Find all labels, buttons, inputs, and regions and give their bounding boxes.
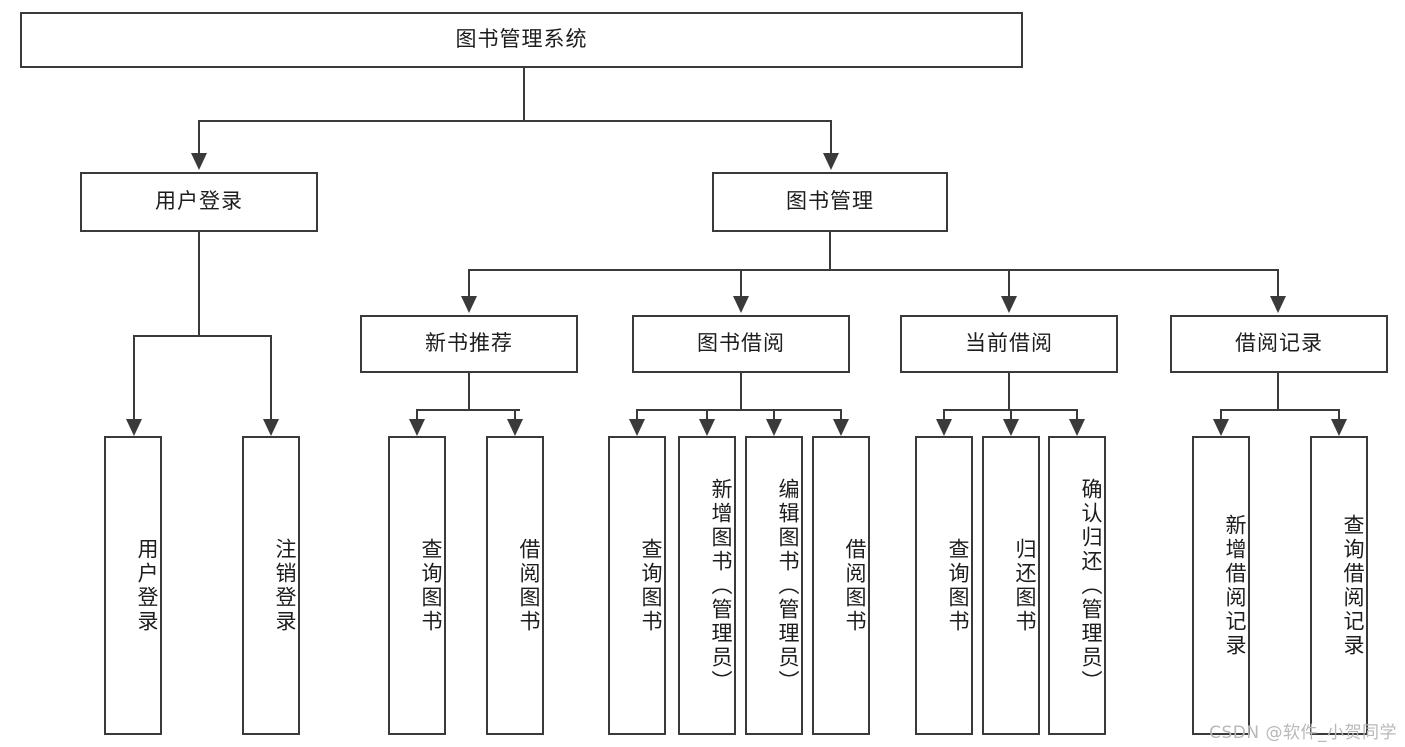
connector-login-stem (198, 232, 200, 335)
node-label: 借阅图书 (843, 537, 867, 634)
leaf-query-borrow-record[interactable]: 查询借阅记录 (1310, 436, 1368, 735)
connector-records-bus (1220, 409, 1339, 411)
connector-bookmgmt-to-borrow (740, 269, 742, 296)
node-label: 新书推荐 (425, 331, 513, 356)
node-current-borrow[interactable]: 当前借阅 (900, 315, 1118, 373)
node-label: 用户登录 (155, 189, 243, 214)
connector-current-to-leaf3 (1076, 409, 1078, 419)
arrow-bookmgmt-to-records (1270, 296, 1286, 313)
connector-borrow-to-leaf3 (773, 409, 775, 419)
connector-bookmgmt-bus (468, 269, 1279, 271)
arrow-current-to-leaf3 (1069, 419, 1085, 436)
leaf-query-books-borrow[interactable]: 查询图书 (608, 436, 666, 735)
node-borrow-records[interactable]: 借阅记录 (1170, 315, 1388, 373)
node-label: 查询图书 (639, 537, 663, 634)
connector-newbooks-bus (416, 409, 520, 411)
node-root-system[interactable]: 图书管理系统 (20, 12, 1023, 68)
arrow-borrow-to-leaf2 (699, 419, 715, 436)
arrow-bookmgmt-to-newbooks (461, 296, 477, 313)
connector-newbooks-to-leaf2 (514, 409, 516, 419)
leaf-borrow-books-newbooks[interactable]: 借阅图书 (486, 436, 544, 735)
connector-current-stem (1008, 373, 1010, 409)
arrow-login-to-leaf2 (263, 419, 279, 436)
leaf-borrow-books-borrow[interactable]: 借阅图书 (812, 436, 870, 735)
arrow-root-to-bookmgmt (823, 153, 839, 170)
connector-bookmgmt-to-current (1008, 269, 1010, 296)
node-label: 当前借阅 (965, 331, 1053, 356)
node-label: 图书管理 (786, 189, 874, 214)
leaf-add-book-admin[interactable]: 新增图书（管理员） (678, 436, 736, 735)
arrow-borrow-to-leaf1 (629, 419, 645, 436)
leaf-query-books-newbooks[interactable]: 查询图书 (388, 436, 446, 735)
connector-newbooks-stem (468, 373, 470, 409)
connector-newbooks-to-leaf1 (416, 409, 418, 419)
arrow-records-to-leaf1 (1213, 419, 1229, 436)
connector-current-to-leaf1 (943, 409, 945, 419)
node-book-borrow[interactable]: 图书借阅 (632, 315, 850, 373)
node-label: 新增借阅记录 (1223, 513, 1247, 658)
node-label: 新增图书（管理员） (709, 477, 733, 694)
node-label: 借阅记录 (1235, 331, 1323, 356)
node-label: 归还图书 (1013, 537, 1037, 634)
node-label: 查询图书 (419, 537, 443, 634)
leaf-return-books[interactable]: 归还图书 (982, 436, 1040, 735)
connector-bookmgmt-stem (829, 232, 831, 269)
arrow-borrow-to-leaf3 (766, 419, 782, 436)
arrow-current-to-leaf1 (936, 419, 952, 436)
node-label: 图书管理系统 (455, 27, 588, 52)
leaf-confirm-return-admin[interactable]: 确认归还（管理员） (1048, 436, 1106, 735)
arrow-bookmgmt-to-current (1001, 296, 1017, 313)
connector-records-to-leaf2 (1338, 409, 1340, 419)
connector-records-to-leaf1 (1220, 409, 1222, 419)
connector-root-to-bookmgmt (830, 120, 832, 153)
connector-bookmgmt-to-records (1277, 269, 1279, 296)
connector-borrow-stem (740, 373, 742, 409)
connector-login-to-leaf2 (270, 335, 272, 419)
watermark: CSDN @软件_小贺同学 (1209, 723, 1397, 743)
node-label: 查询图书 (946, 537, 970, 634)
arrow-records-to-leaf2 (1331, 419, 1347, 436)
leaf-edit-book-admin[interactable]: 编辑图书（管理员） (745, 436, 803, 735)
arrow-login-to-leaf1 (126, 419, 142, 436)
node-label: 用户登录 (135, 537, 159, 634)
node-user-login[interactable]: 用户登录 (80, 172, 318, 232)
leaf-add-borrow-record[interactable]: 新增借阅记录 (1192, 436, 1250, 735)
arrow-current-to-leaf2 (1003, 419, 1019, 436)
node-label: 确认归还（管理员） (1079, 477, 1103, 694)
node-label: 借阅图书 (517, 537, 541, 634)
connector-root-stem (523, 68, 525, 120)
leaf-logout[interactable]: 注销登录 (242, 436, 300, 735)
leaf-user-login[interactable]: 用户登录 (104, 436, 162, 735)
connector-borrow-to-leaf1 (636, 409, 638, 419)
arrow-borrow-to-leaf4 (833, 419, 849, 436)
node-new-book-recommend[interactable]: 新书推荐 (360, 315, 578, 373)
connector-current-to-leaf2 (1010, 409, 1012, 419)
arrow-newbooks-to-leaf2 (507, 419, 523, 436)
arrow-root-to-login (191, 153, 207, 170)
node-label: 查询借阅记录 (1341, 513, 1365, 658)
connector-root-to-login (198, 120, 200, 153)
node-label: 图书借阅 (697, 331, 785, 356)
connector-login-bus (133, 335, 272, 337)
connector-root-bus (198, 120, 832, 122)
node-book-management[interactable]: 图书管理 (712, 172, 948, 232)
connector-bookmgmt-to-newbooks (468, 269, 470, 296)
arrow-newbooks-to-leaf1 (409, 419, 425, 436)
connector-records-stem (1277, 373, 1279, 409)
connector-borrow-to-leaf4 (840, 409, 842, 419)
node-label: 编辑图书（管理员） (776, 477, 800, 694)
connector-login-to-leaf1 (133, 335, 135, 419)
node-label: 注销登录 (273, 537, 297, 634)
arrow-bookmgmt-to-borrow (733, 296, 749, 313)
connector-borrow-bus (636, 409, 841, 411)
leaf-query-books-current[interactable]: 查询图书 (915, 436, 973, 735)
connector-borrow-to-leaf2 (706, 409, 708, 419)
